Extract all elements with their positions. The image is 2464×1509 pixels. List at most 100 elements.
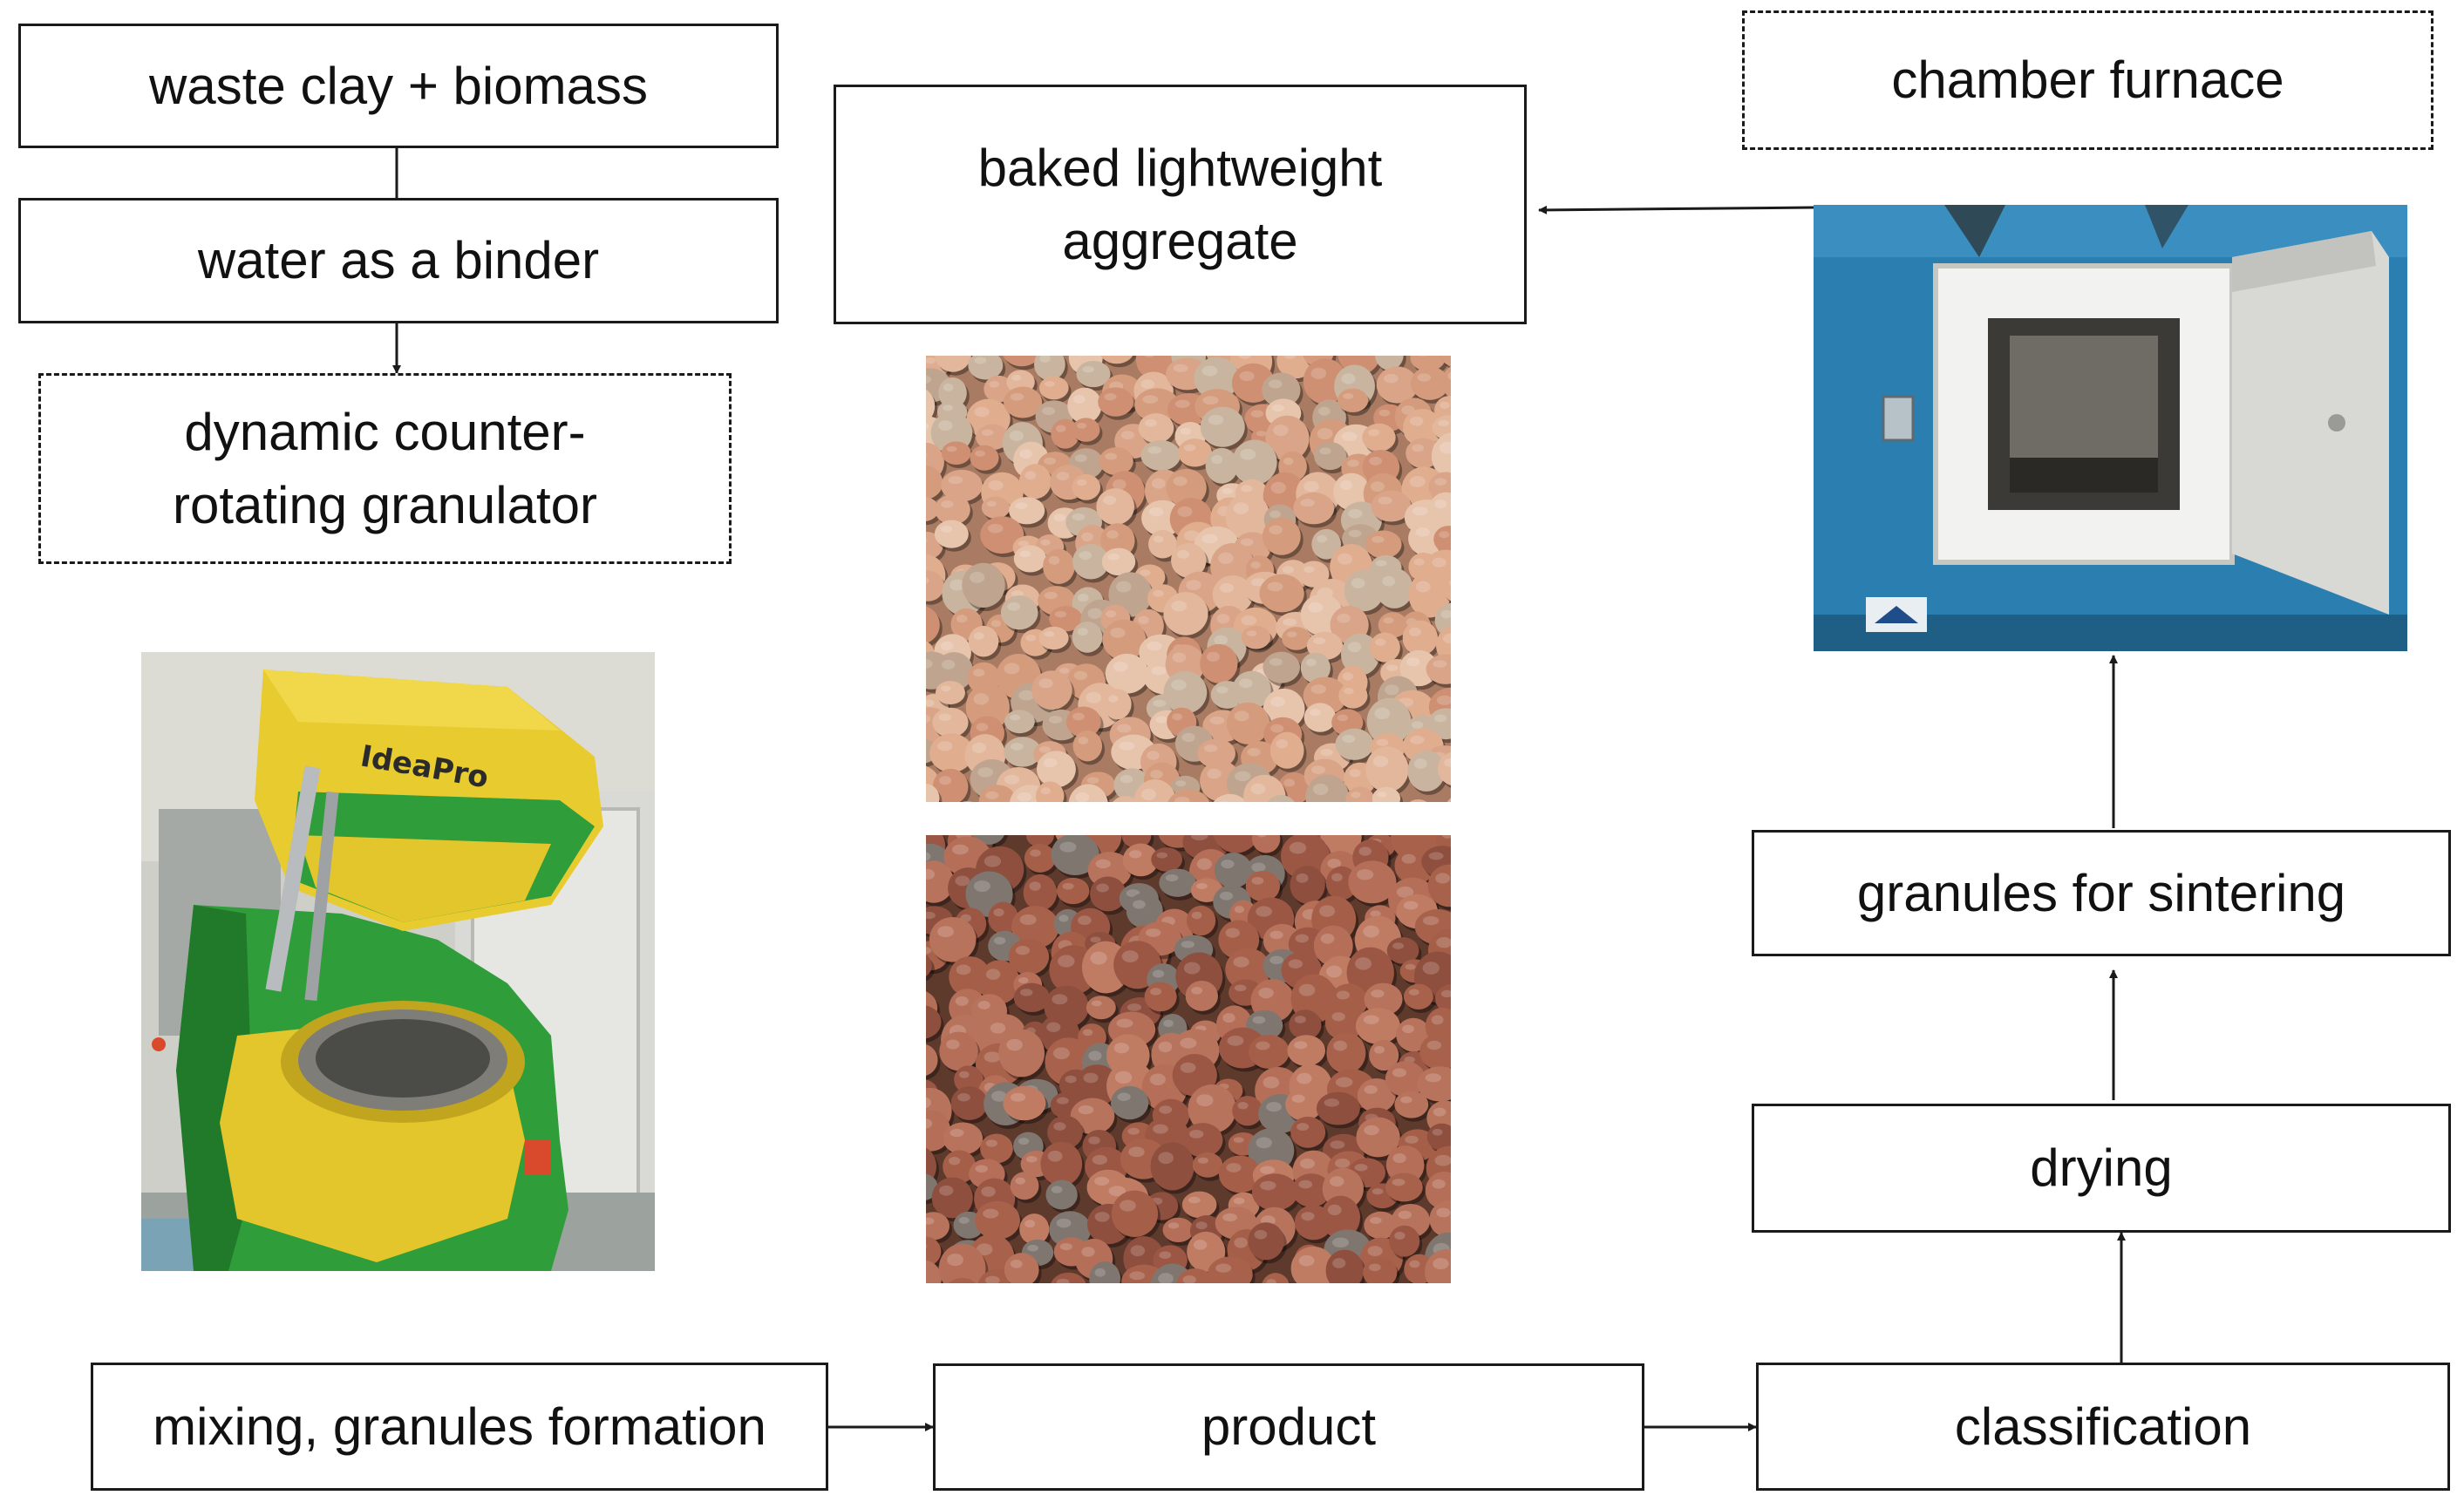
pebble-highlight (1403, 901, 1419, 910)
pebble-highlight (1222, 1013, 1235, 1023)
pebble (1151, 847, 1183, 872)
pebble (1289, 1009, 1322, 1040)
pebble-highlight (1010, 1259, 1023, 1268)
pebble-highlight (1095, 859, 1111, 869)
pebble (1324, 1005, 1364, 1041)
pebble-highlight (1269, 657, 1283, 666)
granulator-machine-illustration: IdeaPro (141, 652, 655, 1271)
pebble-highlight (1195, 1221, 1208, 1230)
pebble (1070, 1098, 1115, 1135)
pebble (1003, 1085, 1046, 1121)
pebble (1427, 864, 1451, 907)
pebble-highlight (1269, 510, 1281, 519)
pebble-highlight (1181, 732, 1195, 743)
pebble (1325, 1249, 1364, 1283)
pebble (1389, 1225, 1420, 1257)
pebble-highlight (1413, 758, 1427, 769)
pebble (1167, 789, 1210, 802)
pebble-highlight (1094, 1268, 1106, 1277)
pebble-highlight (1392, 942, 1404, 949)
pebble-highlight (1056, 472, 1070, 481)
pebble-highlight (1426, 1040, 1442, 1050)
pebble (1208, 1256, 1253, 1283)
pebble-highlight (1369, 456, 1382, 466)
pebble-highlight (1408, 989, 1419, 996)
pebble-highlight (1440, 401, 1450, 409)
pebble-highlight (956, 964, 971, 975)
pebble-highlight (1116, 724, 1132, 733)
pebble-highlight (1392, 1153, 1406, 1164)
pebble-highlight (1297, 1072, 1312, 1084)
pebble-highlight (1256, 431, 1267, 437)
pebble-highlight (1357, 869, 1374, 880)
pebble-highlight (1233, 1137, 1244, 1143)
pebble-highlight (1053, 513, 1066, 522)
baked-aggregate-illustration (926, 356, 1451, 802)
pebble-highlight (1218, 552, 1234, 564)
pebble-highlight (1140, 569, 1151, 576)
pebble-highlight (1298, 1179, 1313, 1189)
pebble-highlight (1448, 580, 1451, 586)
pebble (1440, 356, 1451, 367)
pebble-highlight (1072, 513, 1086, 521)
pebble (1406, 438, 1441, 469)
pebble-highlight (1007, 602, 1021, 611)
pebble-highlight (1318, 406, 1331, 416)
pebble-highlight (1351, 578, 1365, 588)
pebble-highlight (1291, 1094, 1305, 1104)
pebble-highlight (1051, 1186, 1063, 1193)
pebble-highlight (951, 844, 969, 855)
pebble (926, 783, 940, 802)
pebble-highlight (1300, 499, 1315, 507)
pebble-highlight (1439, 531, 1450, 539)
pebble-highlight (1151, 666, 1167, 676)
chamber-furnace-label: chamber furnace (1891, 51, 2284, 109)
pebble (929, 733, 974, 773)
pebble (1441, 366, 1451, 398)
pebble-highlight (1058, 955, 1075, 968)
pebble (1262, 372, 1301, 408)
pebble-highlight (941, 500, 954, 508)
pebble-highlight (1433, 660, 1447, 668)
pebble-highlight (1128, 1146, 1145, 1158)
pebble-highlight (1394, 1231, 1406, 1240)
pebble (935, 356, 971, 372)
pebble-highlight (1299, 1158, 1315, 1169)
pebble-highlight (1196, 858, 1213, 870)
pebble (1072, 621, 1103, 653)
pebble (978, 960, 1020, 1004)
arrow-furnace-aggregate (1538, 205, 1814, 214)
pebble-highlight (1119, 741, 1135, 751)
pebble-highlight (1149, 1073, 1166, 1085)
pebble-highlight (1286, 631, 1297, 638)
pebble (1378, 612, 1408, 638)
pebble (1122, 843, 1159, 877)
pebble-highlight (1378, 496, 1392, 505)
pebble-highlight (1368, 429, 1380, 437)
pebble (1385, 1061, 1426, 1098)
pebble-highlight (1202, 396, 1219, 405)
pebble-highlight (1094, 1176, 1110, 1186)
pebble (978, 785, 1017, 802)
pebble-highlight (1237, 1101, 1249, 1110)
pebble-highlight (1010, 392, 1024, 401)
pebble-highlight (1186, 580, 1201, 591)
pebble (1410, 366, 1449, 400)
pebble (1426, 1123, 1451, 1151)
pebble-highlight (1260, 1166, 1275, 1174)
pebble-highlight (1177, 506, 1193, 517)
pebble (980, 1133, 1013, 1164)
pebble (1425, 1248, 1451, 1283)
pebble (1248, 1222, 1284, 1261)
pebble-highlight (1102, 495, 1117, 506)
pebble-highlight (1058, 668, 1070, 674)
pebble (1282, 627, 1311, 650)
pebble (1225, 493, 1270, 540)
pebble-highlight (1153, 699, 1167, 708)
pebble (1232, 1096, 1263, 1126)
pebble-highlight (1150, 770, 1163, 779)
pebble-highlight (1377, 792, 1387, 798)
pebble-highlight (1256, 1041, 1270, 1050)
pebble-highlight (1370, 481, 1385, 493)
pebble-highlight (938, 1185, 954, 1196)
